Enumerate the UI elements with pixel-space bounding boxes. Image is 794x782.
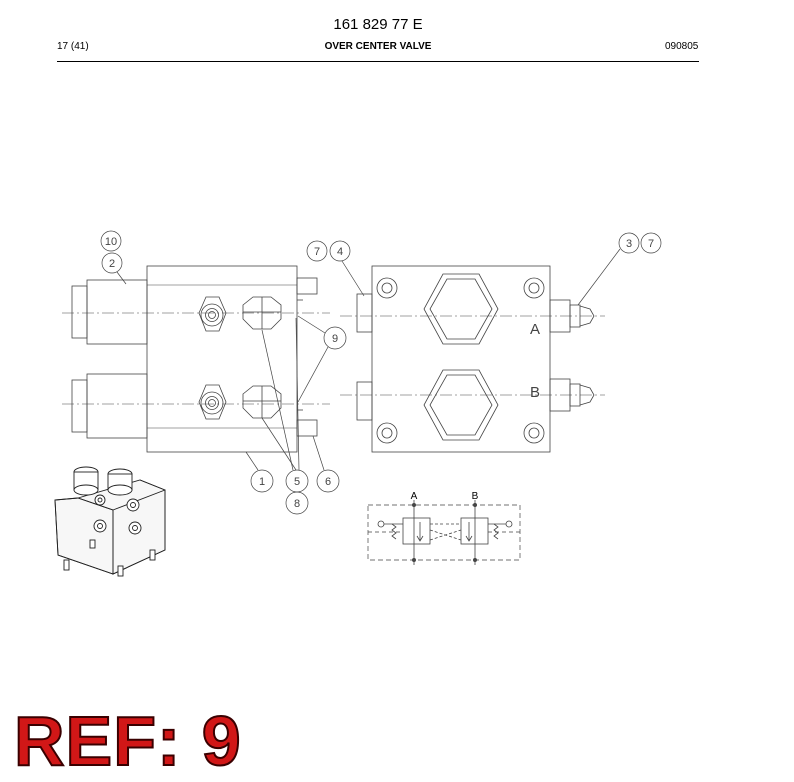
isometric-view — [54, 466, 166, 577]
callout-7-right-label: 7 — [648, 238, 654, 250]
schematic-boundary — [367, 504, 521, 561]
check-valve-right — [460, 517, 489, 545]
callout-8 — [285, 491, 309, 515]
document-number: 161 829 77 E — [333, 16, 423, 33]
cartridge-lower — [86, 373, 148, 439]
callout-5-label: 5 — [294, 476, 300, 488]
callout-8-label: 8 — [294, 498, 300, 510]
port-a-label: A — [530, 321, 540, 338]
date-code: 090805 — [665, 41, 699, 52]
schematic-port-a: A — [411, 491, 418, 502]
callout-2-label: 2 — [109, 258, 115, 270]
callout-7-left-label: 7 — [314, 246, 320, 258]
header-divider — [57, 61, 699, 62]
callout-4 — [329, 240, 351, 262]
callout-9-label: 9 — [332, 333, 338, 345]
callout-3 — [618, 232, 640, 254]
callout-6 — [316, 469, 340, 493]
callout-4-label: 4 — [337, 246, 343, 258]
cartridge-upper — [86, 279, 148, 345]
page-indicator: 17 (41) — [57, 41, 89, 52]
front-view — [340, 265, 605, 453]
check-valve-left — [402, 517, 431, 545]
hydraulic-schematic — [367, 500, 521, 565]
callout-10 — [100, 230, 122, 252]
callout-7-right — [640, 232, 662, 254]
cartridge-upper-cap — [71, 285, 88, 339]
cartridge-lower-cap — [71, 379, 88, 433]
hex-plug-lower — [423, 369, 499, 441]
schematic-port-b: B — [472, 491, 479, 502]
reference-label: REF: 9 — [13, 702, 242, 780]
callouts — [100, 230, 662, 515]
callout-2 — [101, 252, 123, 274]
valve-body-front — [371, 265, 551, 453]
side-view — [62, 265, 330, 453]
callout-3-label: 3 — [626, 238, 632, 250]
callout-1-label: 1 — [259, 476, 265, 488]
callout-6-label: 6 — [325, 476, 331, 488]
valve-body-side — [146, 265, 298, 453]
callout-10-label: 10 — [105, 236, 117, 248]
callout-9 — [323, 326, 347, 350]
hex-fitting-upper — [198, 296, 282, 332]
page-title: OVER CENTER VALVE — [324, 41, 432, 52]
callout-7-left — [306, 240, 328, 262]
callout-1 — [250, 469, 274, 493]
hex-plug-upper — [423, 273, 499, 345]
port-b-label: B — [530, 384, 540, 401]
hex-fitting-lower — [198, 384, 282, 420]
